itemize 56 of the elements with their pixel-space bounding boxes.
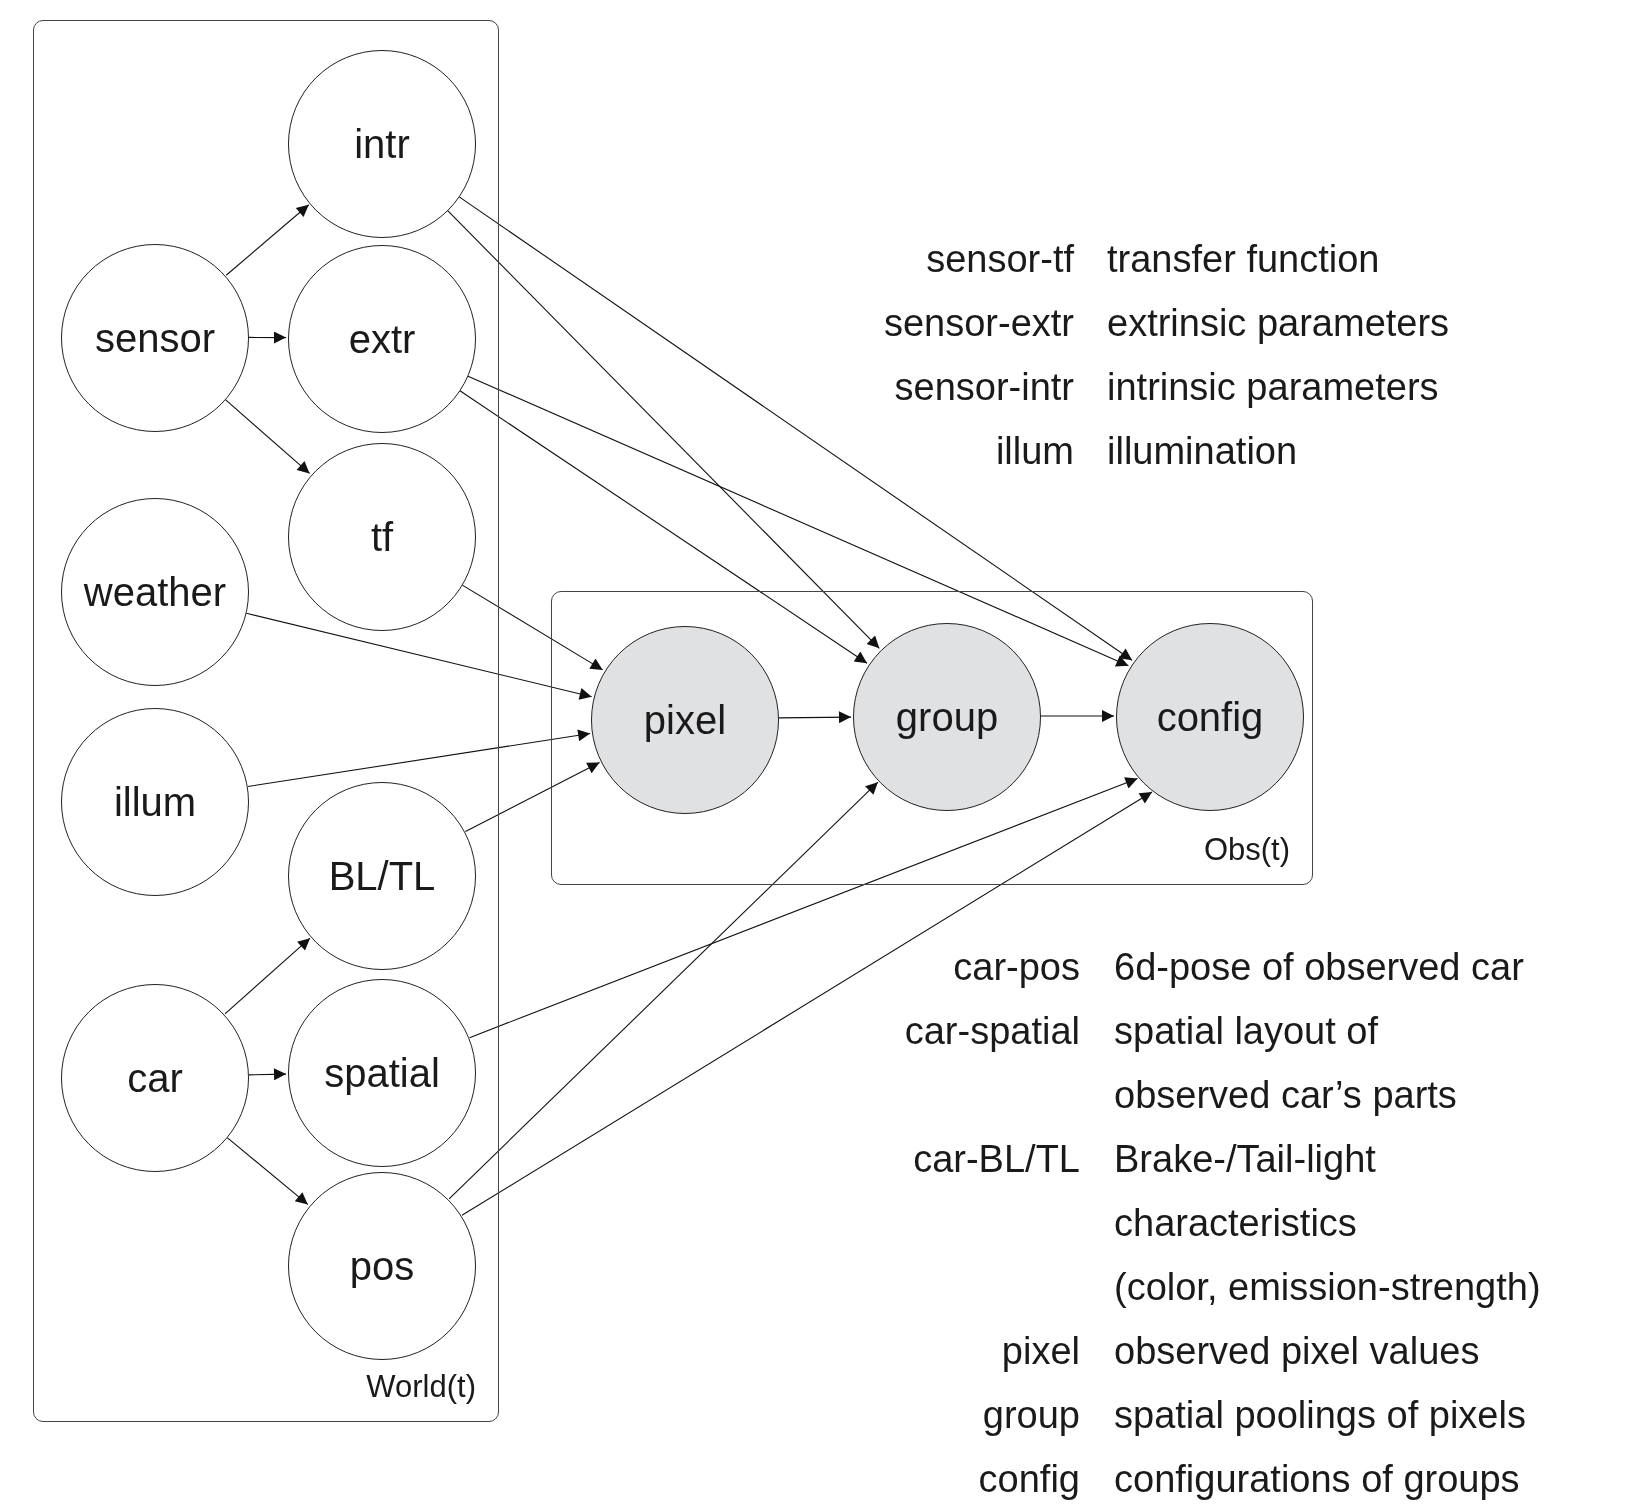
node-label: spatial [324,1050,440,1096]
arrow [778,711,852,724]
definition-text: spatial layout of observed car’s parts [1114,1009,1457,1118]
node-label: weather [83,569,227,615]
node-label: extr [348,316,416,362]
definition-text: illumination [1107,429,1298,474]
arrow [461,584,604,671]
arrow [447,210,880,649]
definition-text: intrinsic parameters [1107,365,1439,410]
term-label: car-BL/TL [913,1137,1080,1182]
plate-label: World(t) [366,1369,476,1405]
term-label: car-pos [953,945,1080,990]
node-label: BL/TL [328,853,436,899]
plate-label: Obs(t) [1203,832,1290,868]
definition-text: extrinsic parameters [1107,301,1450,346]
definition-text: configurations of groups [1114,1457,1520,1502]
term-label: car-spatial [904,1009,1080,1054]
node-label: pos [349,1243,415,1289]
node-label: config [1156,694,1264,740]
arrow [469,777,1139,1039]
arrow [224,937,311,1015]
term-label: config [978,1457,1080,1502]
node-label: sensor [94,315,216,361]
arrow [458,196,1133,661]
node-label: group [895,694,999,740]
definition-text: spatial poolings of pixels [1114,1393,1526,1438]
arrow [467,375,1129,667]
definition-text: Brake-/Tail-light characteristics (color, emission-strength) [1114,1137,1541,1310]
arrow [459,390,868,664]
plate-box [551,591,1313,885]
arrow [224,399,311,474]
arrow [248,331,287,344]
definition-text: 6d-pose of observed car [1114,945,1524,990]
arrow [247,729,591,788]
node-label: pixel [643,697,727,743]
node-label: tf [370,514,394,560]
arrow [461,791,1153,1216]
node-label: car [127,1055,183,1101]
definition-text: observed pixel values [1114,1329,1480,1374]
arrow [245,612,593,700]
term-label: group [982,1393,1080,1438]
term-label: sensor-tf [926,237,1074,282]
arrow [226,1137,309,1205]
arrow [1040,710,1115,722]
definition-text: transfer function [1107,237,1380,282]
arrow [248,1068,287,1081]
term-label: pixel [1001,1329,1080,1374]
term-label: sensor-intr [894,365,1074,410]
term-label: illum [995,429,1074,474]
arrow [464,761,601,833]
node-label: intr [354,121,410,167]
term-label: sensor-extr [883,301,1074,346]
arrow [448,781,879,1200]
arrow [225,204,310,276]
plate-box [33,20,499,1422]
node-label: illum [113,779,197,825]
